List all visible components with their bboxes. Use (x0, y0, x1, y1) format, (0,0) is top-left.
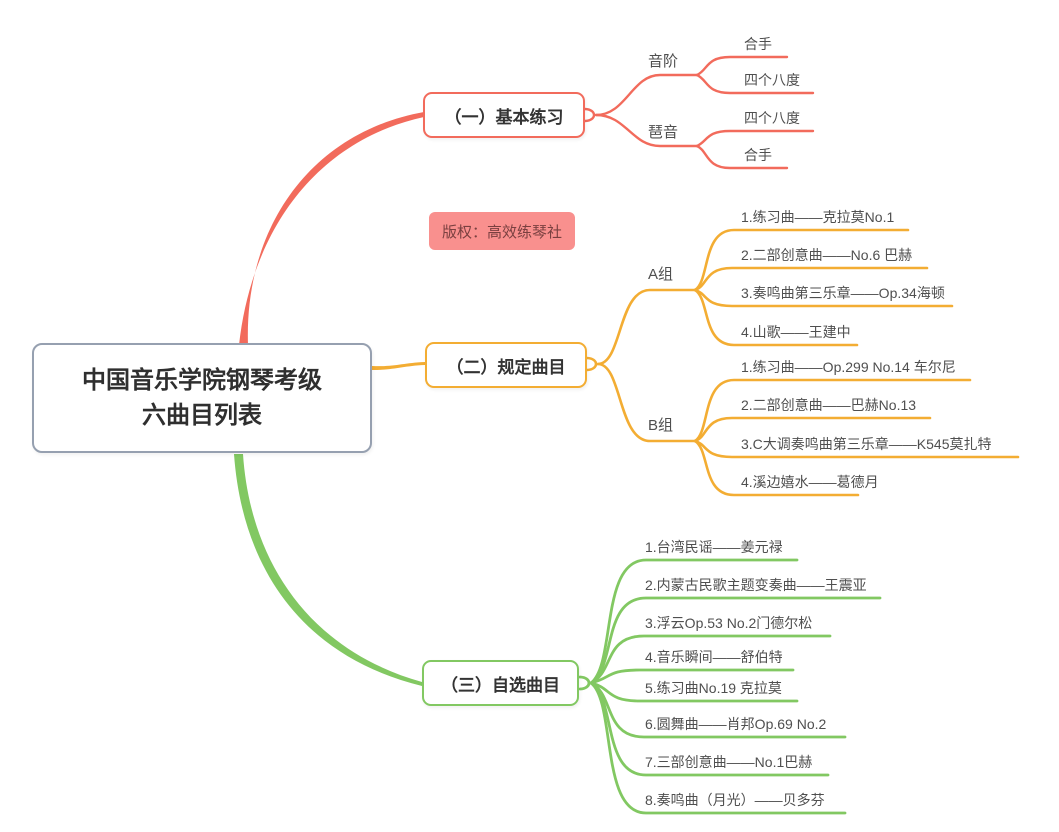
subtopic-arpeggios[interactable]: 琶音 (648, 124, 679, 141)
leaf-topic[interactable]: 4.溪边嬉水——葛德月 (741, 474, 879, 490)
topic-optional-pieces[interactable]: （三）自选曲目 (422, 660, 579, 706)
topic-required-pieces[interactable]: （二）规定曲目 (425, 342, 587, 388)
leaf-underline (693, 266, 929, 292)
subtopic-group-b[interactable]: B组 (648, 417, 674, 434)
leaf-topic[interactable]: 3.浮云Op.53 No.2门德尔松 (645, 615, 813, 631)
branch2-lines (372, 228, 1020, 497)
branch-trunk (372, 362, 425, 370)
leaf-topic[interactable]: 四个八度 (744, 72, 800, 88)
leaf-underline (695, 144, 789, 170)
topic-label: （一）基本练习 (444, 107, 564, 127)
leaf-topic[interactable]: 2.内蒙古民歌主题变奏曲——王震亚 (645, 577, 867, 593)
leaf-underline (693, 439, 860, 497)
topic-bracket (583, 107, 596, 123)
branch-trunk (234, 454, 422, 686)
leaf-underline (693, 416, 932, 443)
leaf-topic[interactable]: 4.音乐瞬间——舒伯特 (645, 649, 783, 665)
subtopic-scales[interactable]: 音阶 (648, 53, 679, 70)
leaf-underline (589, 681, 799, 703)
leaf-topic[interactable]: 1.练习曲——Op.299 No.14 车尔尼 (741, 359, 956, 375)
subtopic-group-a[interactable]: A组 (648, 266, 674, 283)
leaf-topic[interactable]: 合手 (744, 147, 772, 163)
leaf-topic[interactable]: 8.奏鸣曲（月光）——贝多芬 (645, 792, 825, 808)
branch3-lines (234, 454, 882, 815)
leaf-topic[interactable]: 6.圆舞曲——肖邦Op.69 No.2 (645, 716, 827, 732)
branch-curve (596, 288, 697, 366)
leaf-topic[interactable]: 1.练习曲——克拉莫No.1 (741, 209, 895, 225)
branch-curve (596, 362, 697, 443)
topic-label: （三）自选曲目 (441, 675, 560, 695)
watermark-label[interactable]: 版权：高效练琴社 (429, 212, 576, 250)
leaf-underline (693, 288, 859, 347)
leaf-topic[interactable]: 4.山歌——王建中 (741, 324, 851, 340)
leaf-underline (695, 129, 815, 148)
leaf-topic[interactable]: 2.二部创意曲——巴赫No.13 (741, 397, 917, 413)
leaf-underline (693, 228, 910, 292)
leaf-topic[interactable]: 3.奏鸣曲第三乐章——Op.34海顿 (741, 285, 945, 301)
leaf-underline (589, 668, 795, 685)
leaf-topic[interactable]: 四个八度 (744, 110, 800, 126)
branch1-lines (239, 55, 815, 345)
central-topic[interactable]: 中国音乐学院钢琴考级 六曲目列表 (32, 343, 372, 453)
leaf-topic[interactable]: 2.二部创意曲——No.6 巴赫 (741, 247, 913, 263)
topic-bracket (585, 356, 598, 372)
leaf-underline (693, 378, 972, 443)
leaf-underline (589, 596, 882, 685)
central-title-line2: 六曲目列表 (142, 402, 262, 429)
leaf-topic[interactable]: 合手 (744, 36, 772, 52)
leaf-underline (695, 73, 815, 95)
topic-basic-practice[interactable]: （一）基本练习 (423, 92, 585, 138)
leaf-underline (695, 55, 789, 77)
leaf-underline (589, 558, 799, 685)
branch-curve (594, 113, 699, 148)
branch-curve (594, 73, 699, 117)
topic-label: （二）规定曲目 (446, 357, 566, 377)
leaf-topic[interactable]: 3.C大调奏鸣曲第三乐章——K545莫扎特 (741, 436, 992, 452)
central-title-line1: 中国音乐学院钢琴考级 (82, 367, 322, 394)
leaf-topic[interactable]: 5.练习曲No.19 克拉莫 (645, 680, 782, 696)
leaf-underline (589, 634, 832, 685)
topic-bracket (578, 675, 591, 691)
leaf-topic[interactable]: 1.台湾民谣——姜元禄 (645, 539, 783, 555)
branch-trunk (239, 112, 424, 345)
leaf-topic[interactable]: 7.三部创意曲——No.1巴赫 (645, 754, 813, 770)
leaf-underline (589, 681, 847, 815)
